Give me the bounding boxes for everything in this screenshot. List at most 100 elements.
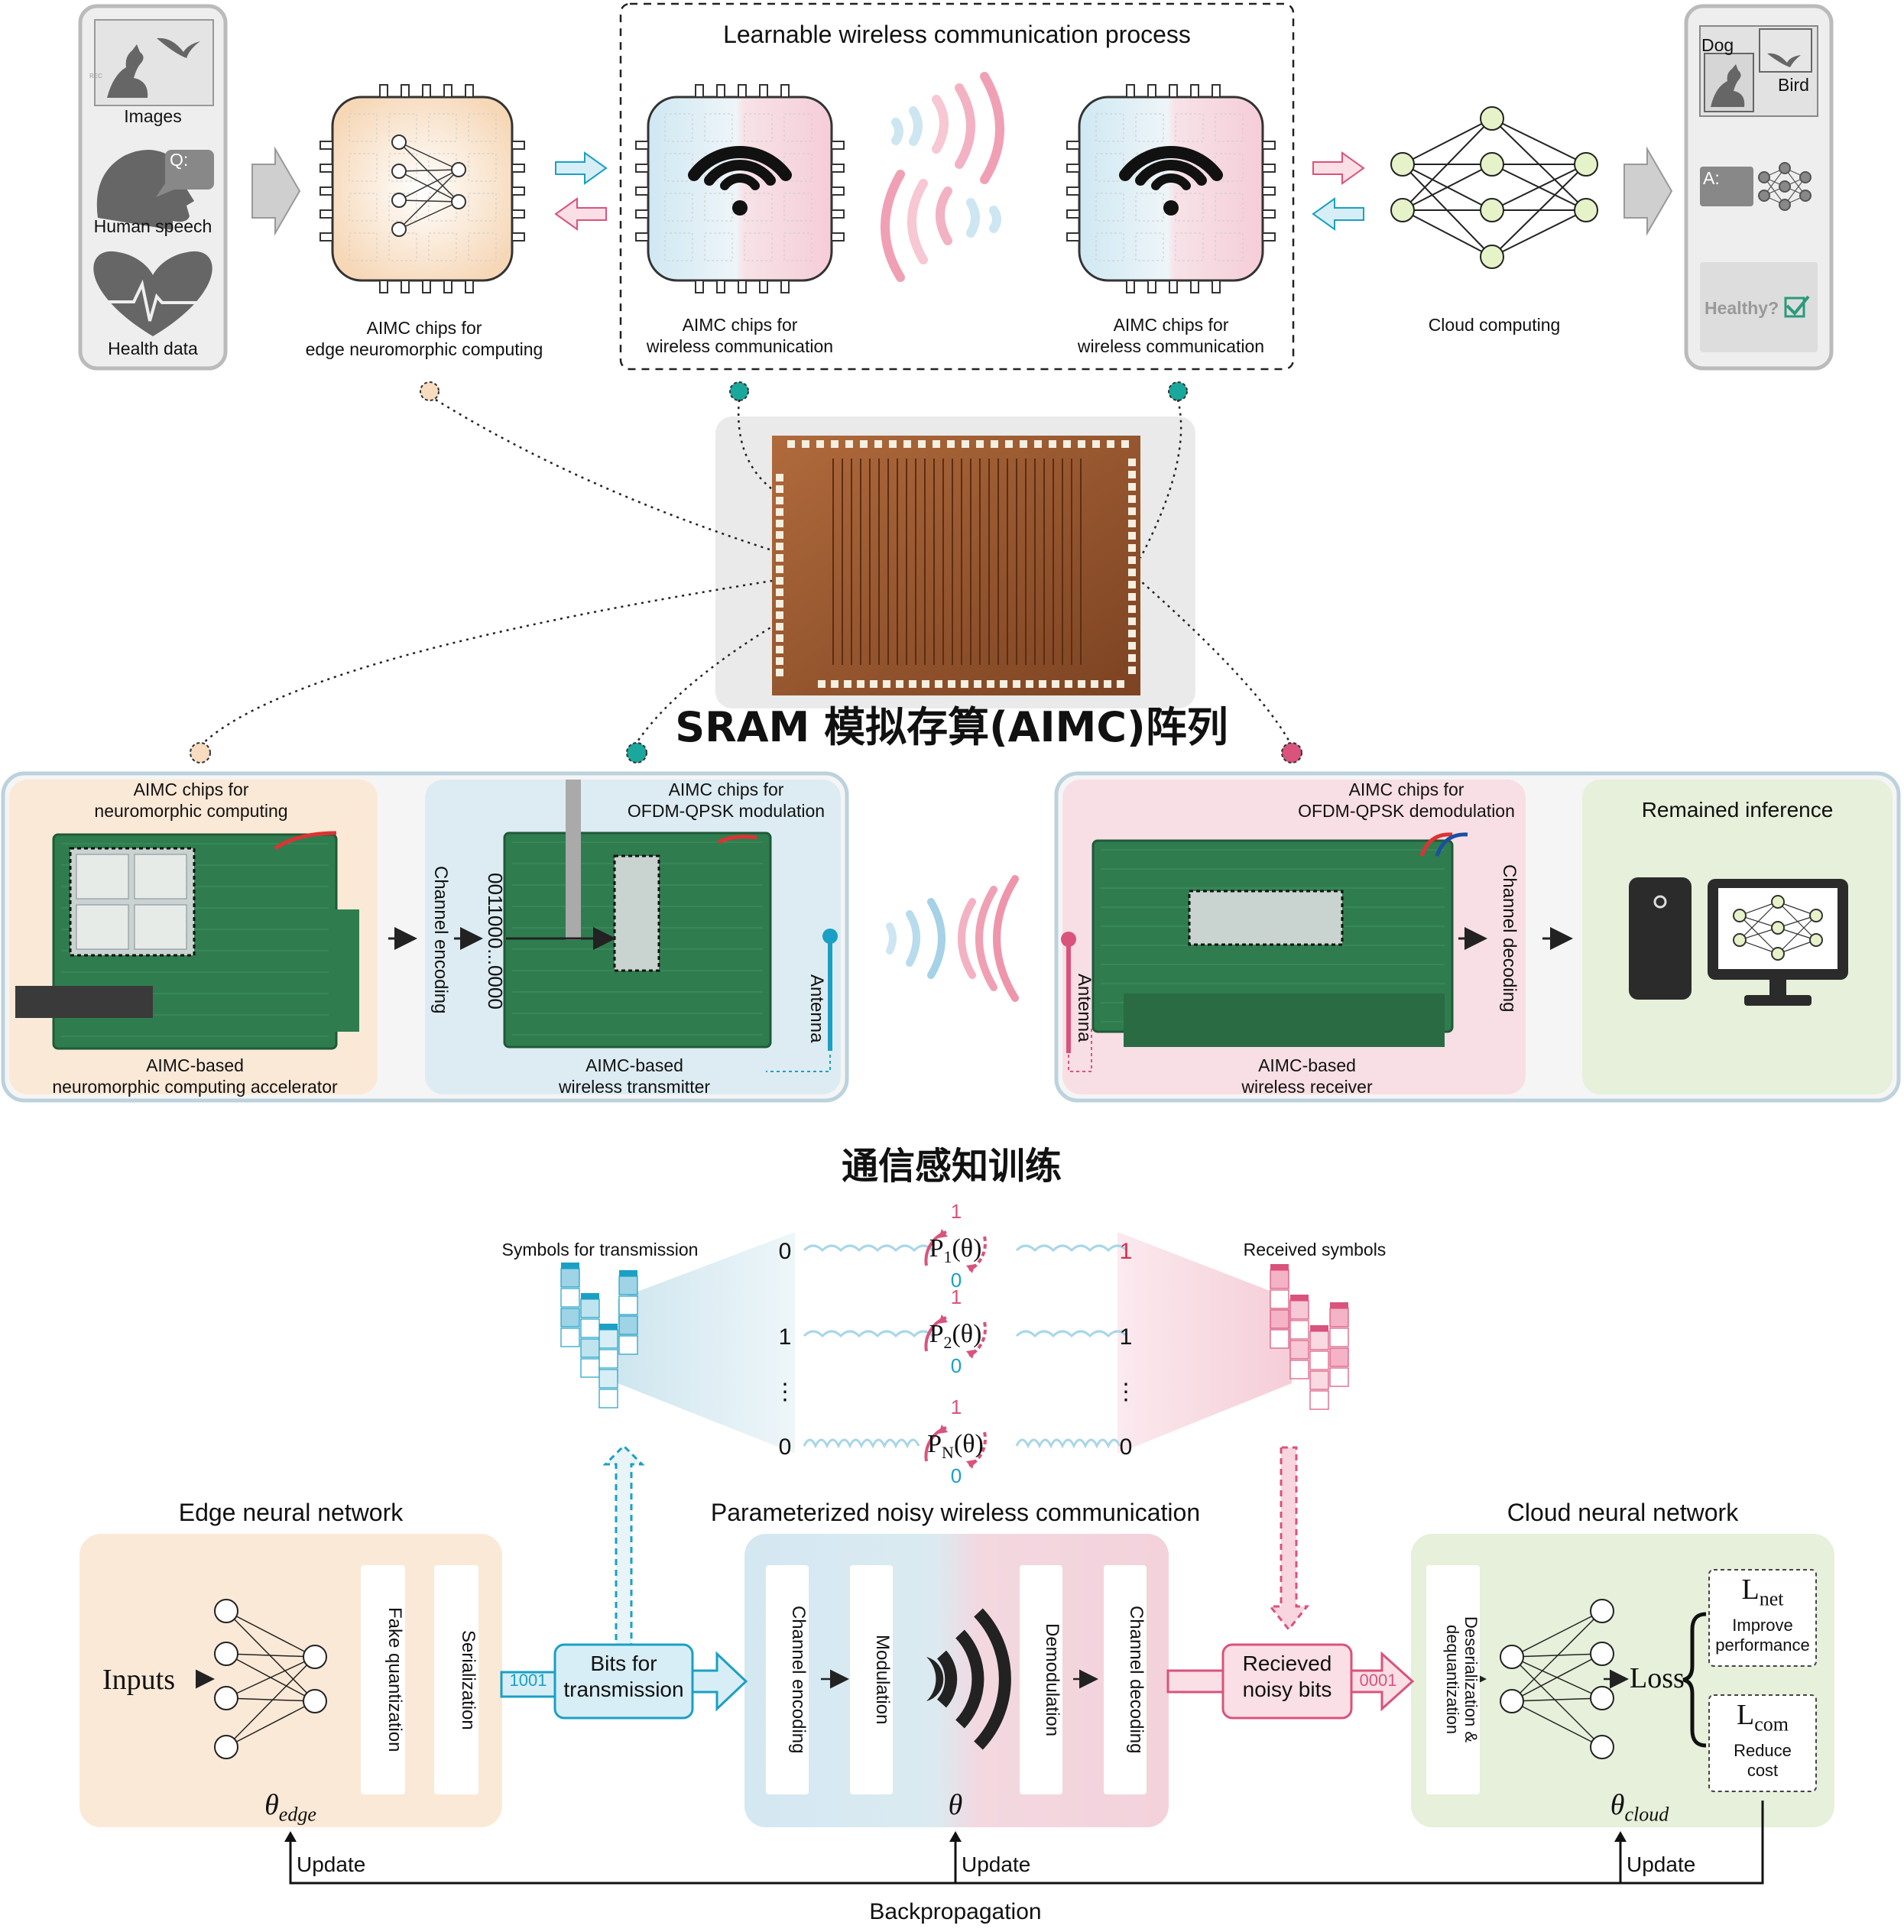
l-com-desc: Reduce cost xyxy=(1734,1741,1792,1781)
antenna-tx-label: Antenna xyxy=(806,974,827,1043)
bird-output-icon xyxy=(1767,53,1801,67)
symbol-cell xyxy=(560,1288,580,1308)
neuron-node xyxy=(303,1645,327,1669)
rx-channel-decoding: Channel decoding xyxy=(1499,864,1520,1013)
accel-bottom-label: AIMC-based neuromorphic computing accele… xyxy=(52,1055,338,1097)
wifi-arc xyxy=(704,160,776,186)
training-title: 通信感知训练 xyxy=(841,1145,1062,1188)
symbol-cell xyxy=(1329,1347,1349,1367)
symbol-cell xyxy=(1329,1308,1349,1327)
wifi-dot xyxy=(1163,200,1179,216)
flip-top-bit: 1 xyxy=(950,1200,962,1223)
cable xyxy=(274,831,337,851)
power-icon xyxy=(1653,895,1667,909)
neuron-node xyxy=(1574,198,1598,222)
backprop-lines xyxy=(289,1801,1764,1885)
neuron-node xyxy=(1480,152,1504,177)
neuron-node xyxy=(1500,1689,1524,1713)
tx-bit: 0 xyxy=(778,1239,792,1264)
output-network-icon xyxy=(1758,162,1812,211)
accel-marker xyxy=(190,742,211,763)
cable xyxy=(1435,832,1468,857)
comm-title: Parameterized noisy wireless communicati… xyxy=(710,1499,1201,1526)
neuron-node xyxy=(1480,245,1504,269)
symbol-cell xyxy=(598,1329,618,1349)
flip-top-bit: 1 xyxy=(950,1285,962,1308)
edge-chip xyxy=(319,84,525,293)
wireless-chip-left xyxy=(635,84,845,293)
symbol-cell xyxy=(598,1349,618,1369)
symbol-cell xyxy=(1289,1340,1309,1360)
symbol-cell xyxy=(598,1389,618,1408)
rx-marker xyxy=(1281,742,1302,763)
wifi-dot xyxy=(732,200,748,216)
tx-symbol-stack xyxy=(560,1263,638,1408)
symbol-cell xyxy=(560,1308,580,1327)
remained-inference-label: Remained inference xyxy=(1641,798,1834,822)
cable xyxy=(1419,832,1453,857)
theta-label: θ xyxy=(948,1789,963,1821)
modulation-label: Modulation xyxy=(872,1635,893,1725)
accel-top-label: AIMC chips for neuromorphic computing xyxy=(94,780,288,821)
up-arrow-tx xyxy=(602,1444,645,1651)
wireless-waves-top xyxy=(881,72,1004,282)
neuron-node xyxy=(1758,190,1770,202)
symbol-cell xyxy=(1270,1269,1289,1289)
output-bird-label: Bird xyxy=(1778,75,1809,95)
neuron-node xyxy=(1771,895,1785,909)
backprop-label: Backpropagation xyxy=(869,1899,1042,1924)
rx-arrow-1 xyxy=(554,197,607,231)
neuron-node xyxy=(391,164,407,179)
l-net-desc: Improve performance xyxy=(1715,1616,1810,1655)
noisy-flow-out xyxy=(1350,1651,1415,1712)
bit-flip-arrows xyxy=(924,1229,987,1469)
fake-quant-box xyxy=(361,1565,405,1794)
check-icon xyxy=(1786,295,1810,316)
symbol-cell xyxy=(618,1276,638,1295)
input-health-label: Health data xyxy=(108,339,198,358)
neuron-node xyxy=(451,194,466,209)
prob-label: PN(θ) xyxy=(927,1430,984,1462)
l-com-symbol: Lcom xyxy=(1737,1699,1789,1736)
sram-die-image xyxy=(772,436,1140,695)
neuron-node xyxy=(451,162,466,177)
antenna-rx-label: Antenna xyxy=(1074,974,1095,1042)
neuron-node xyxy=(1779,180,1791,193)
neuron-node xyxy=(1390,152,1415,177)
rx-chip-cluster xyxy=(1188,890,1344,946)
neuron-node xyxy=(1733,909,1747,922)
antenna-tx-head xyxy=(822,929,838,944)
neuron-node xyxy=(1779,162,1791,174)
tx-funnel xyxy=(618,1232,795,1454)
symbol-cell xyxy=(618,1335,638,1355)
modulation-box xyxy=(850,1565,893,1794)
checkbox-icon xyxy=(1784,297,1805,318)
tx-bitstring: 0011000...0000 xyxy=(484,872,507,1010)
symbols-rx-label: Received symbols xyxy=(1243,1240,1387,1259)
cloud-nn-title: Cloud neural network xyxy=(1507,1499,1739,1526)
neuron-node xyxy=(1799,190,1812,202)
bits-tx-code: 1001 xyxy=(509,1671,547,1690)
rx-symbol-stack xyxy=(1270,1264,1349,1410)
symbol-cell xyxy=(580,1298,600,1318)
output-answer-label: A: xyxy=(1703,168,1720,188)
neuron-node xyxy=(1799,171,1812,183)
neuron-node xyxy=(214,1686,238,1710)
wave xyxy=(1015,1330,1128,1338)
aimc-chip xyxy=(134,904,187,950)
neuron-node xyxy=(1590,1686,1614,1710)
neuron-node xyxy=(391,222,407,237)
symbol-cell xyxy=(618,1315,638,1335)
wifi-arc xyxy=(720,173,760,190)
rec-tag: REC xyxy=(89,73,102,79)
symbol-cell xyxy=(1309,1370,1329,1390)
bits-flow-out xyxy=(691,1651,748,1712)
output-health-label: Healthy? xyxy=(1705,298,1779,318)
symbol-cell xyxy=(1309,1350,1329,1370)
neuron-node xyxy=(1779,199,1791,211)
antenna-rx-head xyxy=(1061,932,1076,947)
wave xyxy=(1015,1438,1121,1449)
flip-bottom-bit: 0 xyxy=(950,1269,962,1292)
neuron-node xyxy=(1574,152,1598,177)
